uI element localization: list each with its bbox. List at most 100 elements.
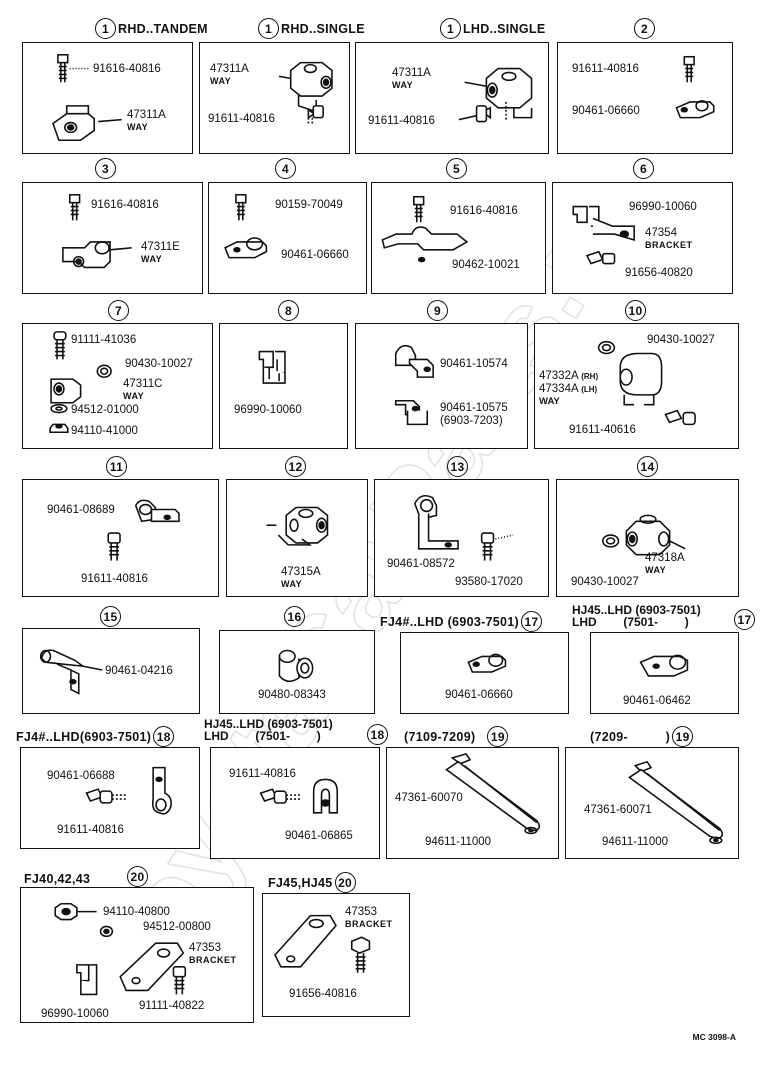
panel-11: 90461-08689 91611-40816 <box>22 479 219 597</box>
panel-19b: 47361-60071 94611-11000 <box>565 747 739 859</box>
header-17b: HJ45..LHD (6903-7501) LHD (7501- ) <box>572 604 701 628</box>
part-number-bolt: 91111-40822 <box>139 1000 205 1012</box>
panel-art <box>52 54 122 142</box>
way-sub: WAY <box>127 122 149 132</box>
header-text: FJ45,HJ45 <box>268 875 333 890</box>
header-2: 2 <box>634 18 655 39</box>
callout-number: 4 <box>275 158 296 179</box>
panel-art <box>259 778 339 814</box>
header-10: 10 <box>625 300 646 321</box>
header-12: 12 <box>285 456 306 477</box>
header-text: RHD..SINGLE <box>281 21 365 36</box>
part-number-bolt: 91611-40816 <box>81 573 148 585</box>
part-number-bolt: 91111-41036 <box>71 334 137 346</box>
part-number-clamp: 90461-08572 <box>387 558 455 570</box>
panel-art <box>107 499 180 561</box>
callout-number: 19 <box>672 726 694 747</box>
part-number-clamp: 90461-06462 <box>623 695 691 707</box>
header-1-rhd-tandem: 1 RHD..TANDEM <box>95 18 208 39</box>
panel-15: 90461-04216 <box>22 628 200 714</box>
way-sub: WAY <box>392 80 414 90</box>
way-number: 47318A <box>645 552 685 564</box>
part-number-clamp: 90461-06865 <box>285 830 353 842</box>
way-sub: WAY <box>539 396 560 407</box>
way-number: 47311C <box>123 378 163 390</box>
header-text: FJ4#..LHD(6903-7501) <box>16 729 152 744</box>
panel-17b: 90461-06462 <box>590 632 739 714</box>
panel-art <box>54 902 187 996</box>
panel-art <box>278 649 314 683</box>
callout-number: 1 <box>258 18 279 39</box>
header-line-2: LHD (7501- ) <box>204 729 321 743</box>
header-text: (7209- ) <box>590 729 671 744</box>
part-number-nut: 94110-40800 <box>103 906 170 918</box>
part-number-clamp: 90461-04216 <box>105 665 173 677</box>
part-number-bolt: 91656-40816 <box>289 988 357 1000</box>
way-sub: WAY <box>281 579 303 589</box>
header-1-lhd-single: 1 LHD..SINGLE <box>440 18 545 39</box>
callout-number: 17 <box>734 609 755 630</box>
callout-number: 9 <box>427 300 448 321</box>
header-18b-number: 18 <box>367 724 388 745</box>
header-19a: (7109-7209) 19 <box>404 726 509 747</box>
part-number-gasket: 90430-10027 <box>647 334 715 346</box>
way-number: 47315A <box>281 566 321 578</box>
header-15: 15 <box>100 606 121 627</box>
panel-art <box>39 649 103 695</box>
part-number-bolt: 93580-17020 <box>455 576 523 588</box>
header-20b: FJ45,HJ45 20 <box>268 872 356 893</box>
way-number: 47311A <box>392 67 431 79</box>
part-number-washer: 94512-00800 <box>143 921 211 933</box>
panel-art <box>49 331 112 434</box>
header-line-2: LHD (7501- ) <box>572 615 689 629</box>
header-9: 9 <box>427 300 448 321</box>
part-number-clip: 96990-10060 <box>234 404 302 416</box>
panel-art <box>394 344 434 426</box>
header-text: LHD..SINGLE <box>463 21 546 36</box>
callout-number: 18 <box>367 724 388 745</box>
part-number-clamp: 90462-10021 <box>452 259 520 271</box>
panel-art <box>85 766 172 815</box>
panel-art <box>266 506 329 546</box>
header-text: (7109-7209) <box>404 729 476 744</box>
callout-number: 16 <box>284 606 305 627</box>
callout-number: 20 <box>127 866 148 887</box>
part-number-washer: 94611-11000 <box>602 836 669 848</box>
part-number-clamp: 90461-06660 <box>572 105 640 117</box>
panel-16: 90480-08343 <box>219 630 375 714</box>
part-number-gasket: 90430-10027 <box>125 358 193 370</box>
callout-number: 7 <box>108 300 129 321</box>
way-sub: WAY <box>123 391 145 401</box>
callout-number: 1 <box>95 18 116 39</box>
part-number-clamp: 90461-08689 <box>47 504 115 516</box>
panel-art <box>458 67 533 123</box>
way-number: 47311E <box>141 241 180 253</box>
panel-art <box>601 514 686 556</box>
callout-number: 3 <box>95 158 116 179</box>
part-number-bolt: 91616-40816 <box>450 205 518 217</box>
part-number-clamp-1: 90461-10574 <box>440 358 508 370</box>
callout-number: 14 <box>637 456 658 477</box>
header-13: 13 <box>447 456 468 477</box>
header-1-rhd-single: 1 RHD..SINGLE <box>258 18 365 39</box>
header-text: FJ40,42,43 <box>24 872 91 886</box>
callout-number: 18 <box>153 726 175 747</box>
panel-9: 90461-10574 90461-10575 (6903-7203) <box>355 323 528 449</box>
part-number-nut: 94110-41000 <box>71 425 138 437</box>
callout-number: 10 <box>625 300 646 321</box>
header-20a-number: 20 <box>127 866 148 887</box>
panel-18a: 90461-06688 91611-40816 <box>20 747 200 849</box>
callout-number: 13 <box>447 456 468 477</box>
part-number-gasket: 90430-10027 <box>571 576 639 588</box>
panel-2: 91611-40816 90461-06660 <box>557 42 733 154</box>
